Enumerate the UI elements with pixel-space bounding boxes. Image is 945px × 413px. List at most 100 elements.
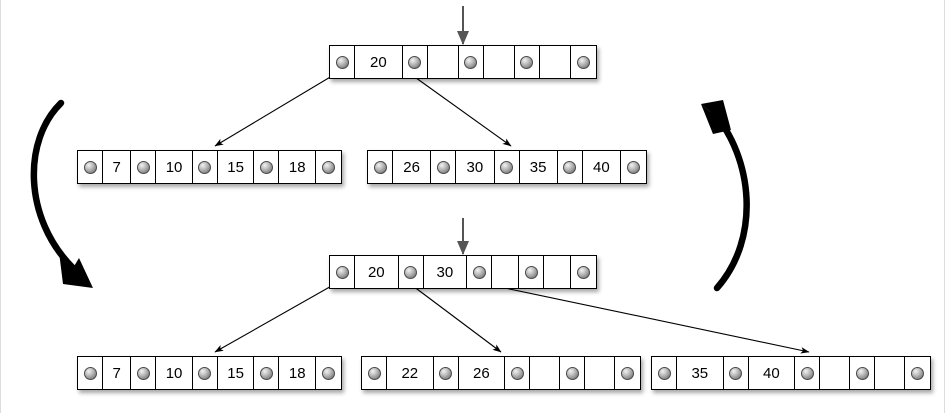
key-label: 10: [165, 158, 183, 176]
leaf-node-after-right-pointer-2[interactable]: [724, 357, 749, 389]
pointer-dot-icon: [520, 55, 534, 69]
leaf-node-after-left-pointer-0[interactable]: [78, 357, 103, 389]
leaf-node-after-middle-key-1: 22: [387, 357, 434, 389]
key-label: 30: [436, 263, 454, 281]
root-node-after-pointer-2[interactable]: [399, 256, 424, 288]
key-label: 7: [112, 158, 121, 176]
leaf-node-after-middle-key-3: 26: [459, 357, 506, 389]
leaf-node-after-right-key-7: [875, 357, 905, 389]
pointer-dot-icon: [136, 366, 150, 380]
root-node-before-key-3: [428, 46, 459, 78]
root-node-after-pointer-4[interactable]: [467, 256, 493, 288]
leaf-node-before-left-pointer-6[interactable]: [254, 151, 280, 183]
pointer-dot-icon: [800, 366, 814, 380]
root-node-before-pointer-8[interactable]: [571, 46, 596, 78]
leaf-node-after-right-pointer-0[interactable]: [652, 357, 677, 389]
key-label: 30: [466, 158, 484, 176]
root-node-before-key-7: [540, 46, 571, 78]
root-node-before-pointer-0[interactable]: [330, 46, 355, 78]
leaf-node-after-middle[interactable]: 22 26: [361, 356, 641, 390]
leaf-node-after-left-pointer-2[interactable]: [131, 357, 157, 389]
pointer-dot-icon: [621, 366, 634, 380]
leaf-node-after-middle-pointer-6[interactable]: [560, 357, 586, 389]
leaf-node-after-right-pointer-8[interactable]: [905, 357, 930, 389]
root-node-after-key-1: 20: [355, 256, 399, 288]
flow-arrow-right-upward: [701, 100, 750, 292]
root-node-before-key-5: [484, 46, 515, 78]
pointer-dot-icon: [408, 55, 422, 69]
root-node-before-pointer-4[interactable]: [459, 46, 484, 78]
leaf-node-before-left-key-1: 7: [103, 151, 132, 183]
key-label: 18: [288, 158, 306, 176]
pointer-dot-icon: [322, 366, 336, 380]
pointer-dot-icon: [259, 160, 273, 174]
leaf-node-after-left-pointer-8[interactable]: [316, 357, 341, 389]
edge-after-root-to-left-leaf: [214, 279, 343, 353]
leaf-node-before-right-pointer-4[interactable]: [495, 151, 520, 183]
leaf-node-after-middle-pointer-8[interactable]: [615, 357, 640, 389]
root-node-after-key-7: [544, 256, 571, 288]
root-node-after-key-3: 30: [424, 256, 468, 288]
leaf-node-before-left-pointer-8[interactable]: [316, 151, 341, 183]
edge-before-root-to-right-leaf: [404, 69, 512, 147]
key-label: 22: [401, 364, 419, 382]
leaf-node-before-right-pointer-6[interactable]: [558, 151, 583, 183]
pointer-dot-icon: [439, 366, 453, 380]
leaf-node-after-left-key-1: 7: [103, 357, 132, 389]
leaf-node-after-middle-pointer-2[interactable]: [434, 357, 459, 389]
leaf-node-after-right-key-3: 40: [749, 357, 796, 389]
root-node-before[interactable]: 20: [329, 45, 597, 79]
pointer-dot-icon: [524, 265, 538, 279]
pointer-dot-icon: [335, 55, 349, 69]
leaf-node-before-right-pointer-8[interactable]: [621, 151, 646, 183]
leaf-node-before-right-pointer-2[interactable]: [431, 151, 457, 183]
leaf-node-after-left-pointer-4[interactable]: [193, 357, 218, 389]
pointer-dot-icon: [855, 366, 869, 380]
leaf-node-before-right-key-7: 40: [583, 151, 621, 183]
key-label: 40: [763, 364, 780, 382]
leaf-node-after-right-pointer-6[interactable]: [850, 357, 876, 389]
root-node-after-pointer-8[interactable]: [571, 256, 596, 288]
key-label: 40: [593, 158, 610, 176]
pointer-dot-icon: [464, 55, 478, 69]
leaf-node-before-left-pointer-2[interactable]: [131, 151, 157, 183]
pointer-dot-icon: [198, 160, 212, 174]
leaf-node-after-right-pointer-4[interactable]: [795, 357, 821, 389]
pointer-dot-icon: [500, 160, 513, 174]
leaf-node-before-right-pointer-0[interactable]: [368, 151, 393, 183]
flow-arrow-left-downward: [30, 99, 93, 288]
pointer-dot-icon: [198, 366, 212, 380]
pointer-dot-icon: [565, 366, 579, 380]
key-label: 10: [165, 364, 183, 382]
pointer-dot-icon: [259, 366, 273, 380]
root-node-after-pointer-6[interactable]: [519, 256, 545, 288]
pointer-dot-icon: [911, 366, 924, 380]
key-label: 26: [473, 364, 490, 382]
leaf-node-after-left-pointer-6[interactable]: [254, 357, 280, 389]
root-node-before-pointer-6[interactable]: [515, 46, 540, 78]
pointer-dot-icon: [729, 366, 743, 380]
key-label: 15: [227, 158, 244, 176]
leaf-node-after-middle-key-5: [530, 357, 561, 389]
pointer-connectors: [214, 69, 810, 354]
root-node-before-pointer-2[interactable]: [403, 46, 428, 78]
leaf-node-before-left-key-5: 15: [218, 151, 255, 183]
key-label: 7: [112, 364, 121, 382]
root-node-after-key-5: [492, 256, 520, 288]
leaf-node-after-middle-pointer-4[interactable]: [505, 357, 531, 389]
pointer-dot-icon: [136, 160, 150, 174]
leaf-node-before-left[interactable]: 7 10 15 18: [77, 150, 342, 184]
root-node-after-pointer-0[interactable]: [330, 256, 355, 288]
leaf-node-before-left-pointer-4[interactable]: [193, 151, 218, 183]
key-label: 35: [529, 158, 547, 176]
leaf-node-before-left-pointer-0[interactable]: [78, 151, 103, 183]
pointer-dot-icon: [83, 366, 97, 380]
pointer-dot-icon: [510, 366, 524, 380]
leaf-node-after-middle-pointer-0[interactable]: [362, 357, 387, 389]
pointer-dot-icon: [373, 160, 387, 174]
